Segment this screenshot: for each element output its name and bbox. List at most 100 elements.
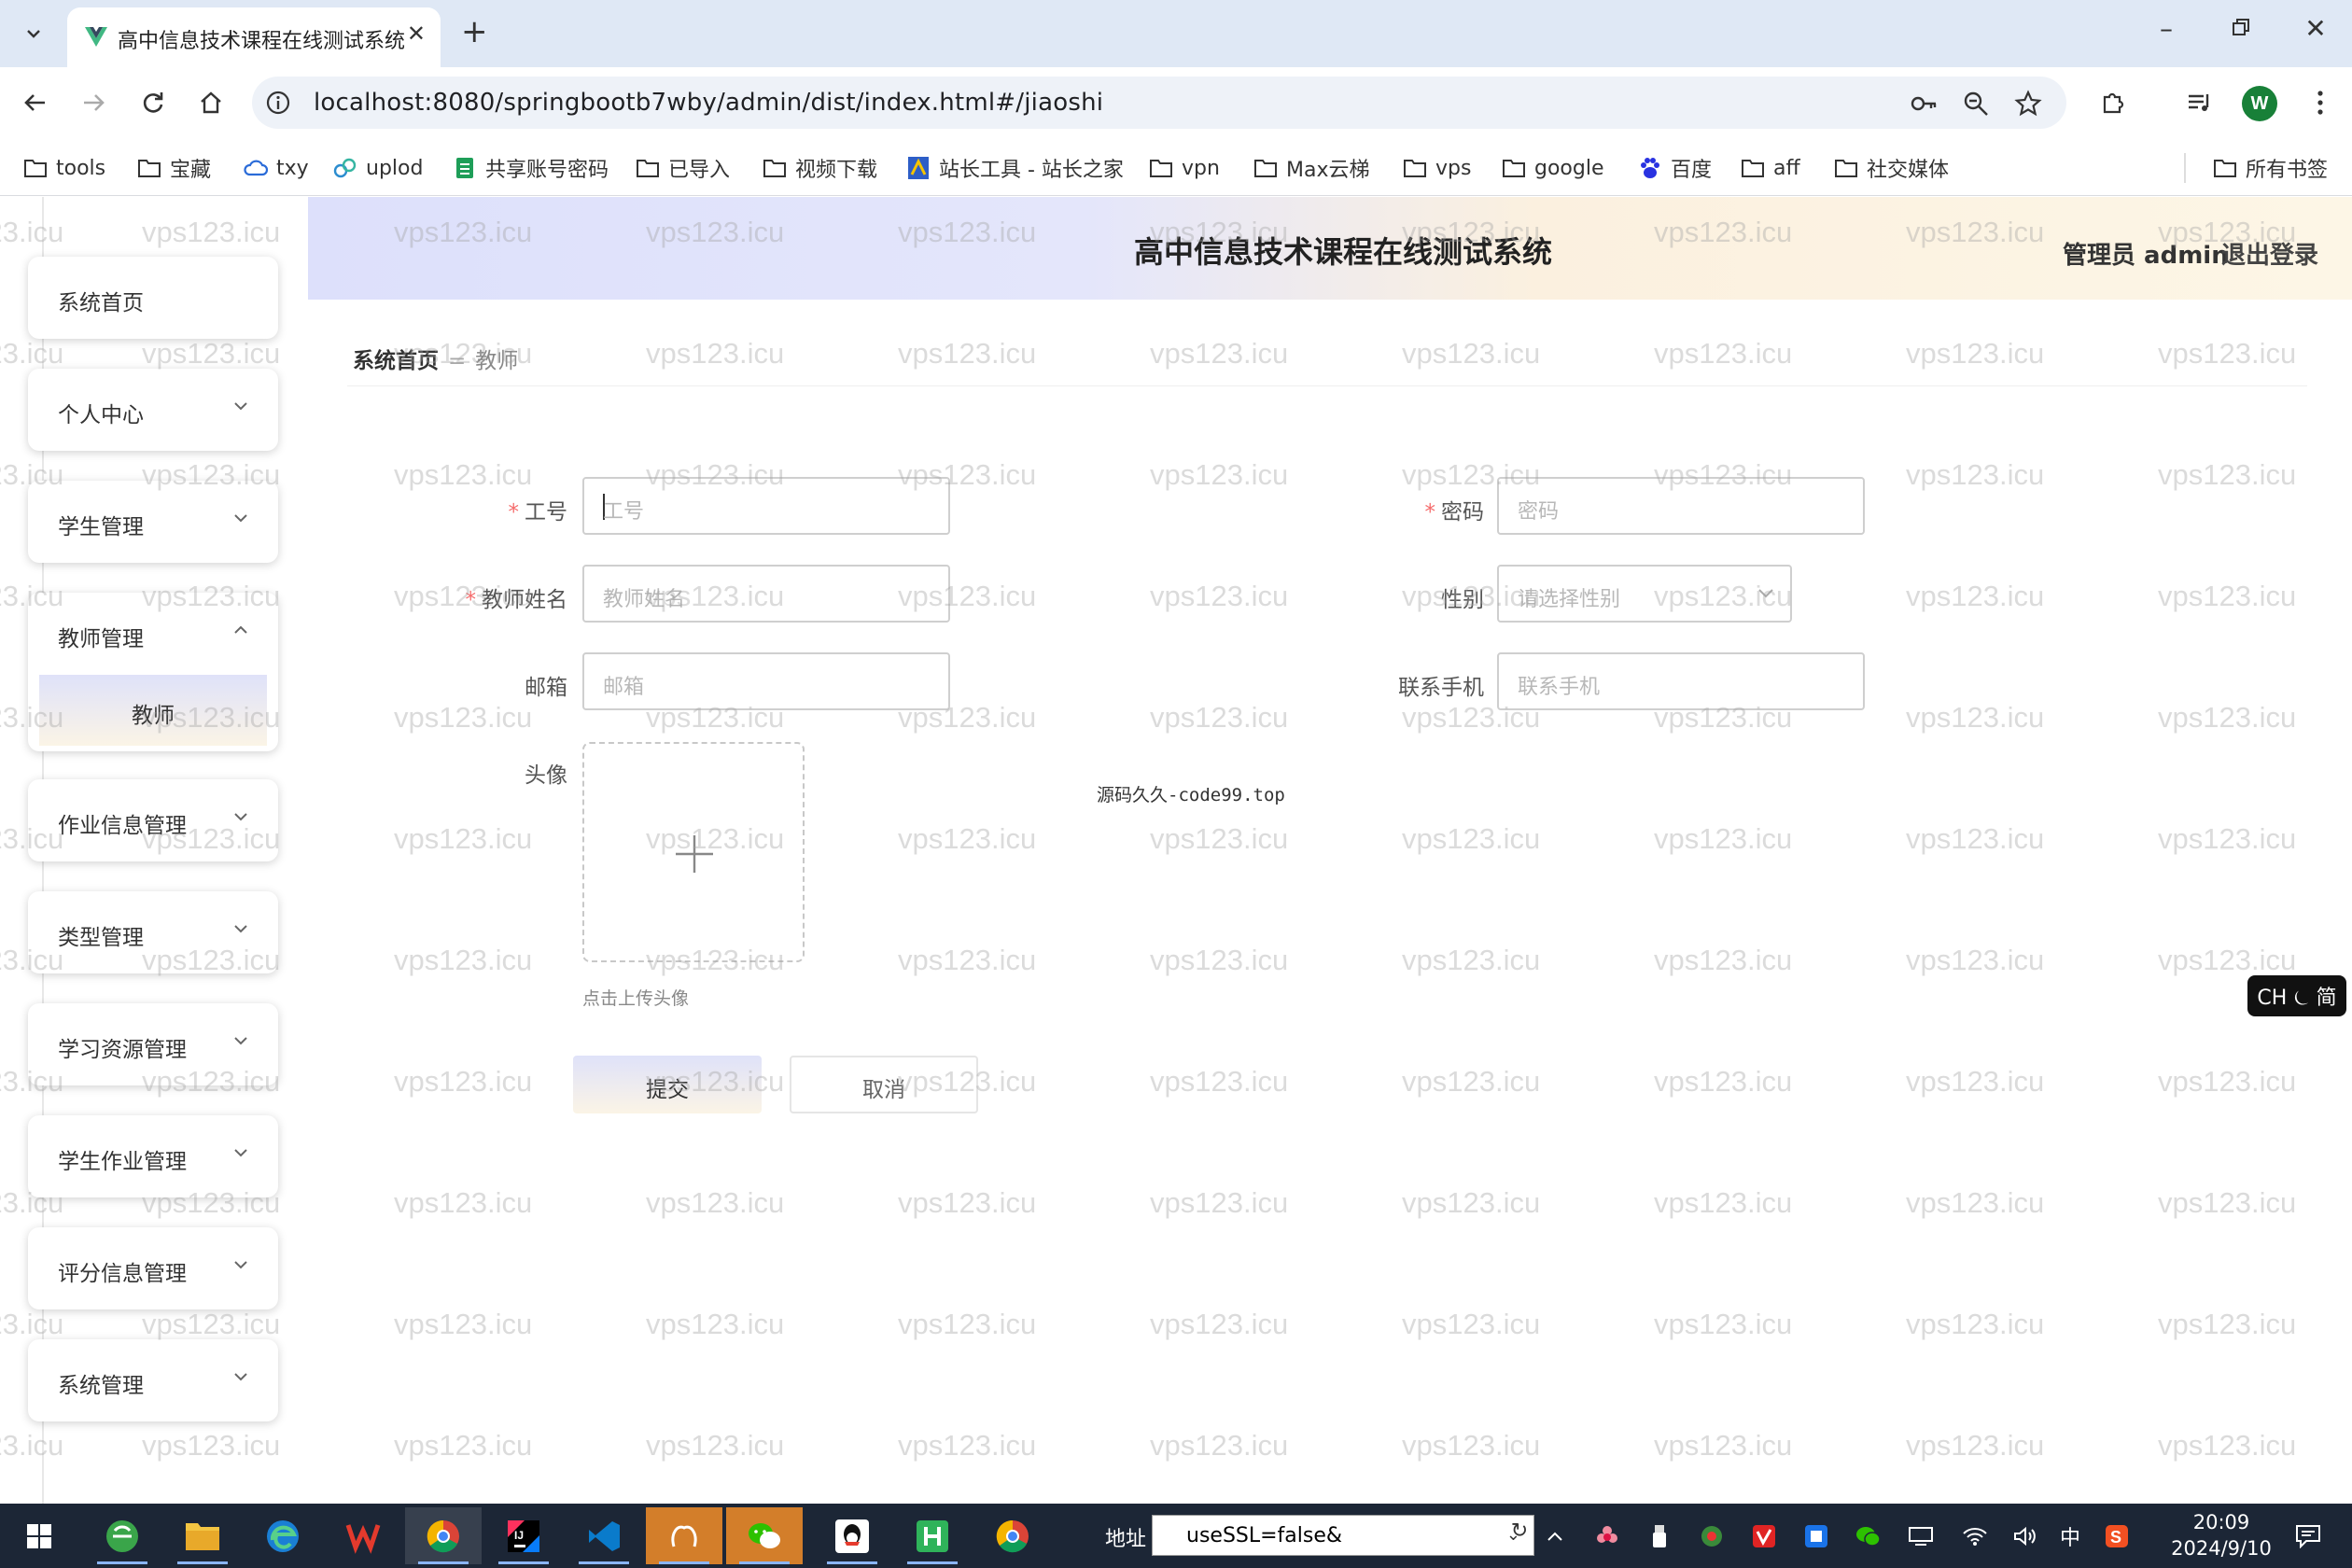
tray-app-icon[interactable] [1695, 1522, 1729, 1550]
address-toolbar-input[interactable]: useSSL=false& ⌄ [1152, 1515, 1534, 1556]
ime-language-indicator[interactable]: 中 [2059, 1527, 2080, 1550]
bookmark-folder[interactable]: 社交媒体 [1833, 151, 1949, 185]
sidebar-item-type-management[interactable]: 类型管理 [28, 891, 278, 973]
tray-app-red-icon[interactable] [1747, 1522, 1781, 1550]
bookmark-link[interactable]: txy [243, 151, 309, 185]
bookmark-link[interactable]: uplod [332, 151, 423, 185]
restore-icon[interactable] [2218, 13, 2264, 44]
bookmark-folder[interactable]: vpn [1148, 151, 1220, 185]
admin-page: 系统首页 个人中心 学生管理 教师管理 教师 作业信息管理 类型管理 学习资源管… [0, 197, 2352, 1504]
sidebar-item-student-homework-management[interactable]: 学生作业管理 [28, 1115, 278, 1197]
intellij-icon[interactable]: IJ [485, 1507, 562, 1564]
vscode-icon[interactable] [566, 1507, 642, 1564]
watermark-text: vps123.icu [394, 701, 533, 734]
jiaoshixingming-input[interactable]: 教师姓名 [582, 565, 950, 623]
chrome-secondary-icon[interactable] [974, 1507, 1051, 1564]
password-key-icon[interactable] [1908, 88, 1939, 119]
volume-icon[interactable] [2009, 1522, 2042, 1550]
watermark-text: vps123.icu [1150, 1429, 1289, 1462]
watermark-text: vps123.icu [1150, 1186, 1289, 1219]
home-icon[interactable] [192, 84, 230, 121]
sogou-ime-icon[interactable]: S [2100, 1522, 2134, 1550]
browser-menu-kebab-icon[interactable] [2302, 84, 2339, 121]
wps-icon[interactable] [325, 1507, 401, 1564]
wifi-icon[interactable] [1958, 1522, 1992, 1550]
logout-link[interactable]: 退出登录 [2221, 242, 2319, 270]
browser-tab-active[interactable]: 高中信息技术课程在线测试系统 ✕ [67, 7, 441, 67]
sidebar-item-system-management[interactable]: 系统管理 [28, 1339, 278, 1421]
bookmarks-bar: tools 宝藏 txy uplod 共享账号密码 已导入 视频下载 站长工具 … [0, 140, 2352, 196]
submit-button[interactable]: 提交 [573, 1056, 762, 1113]
extensions-puzzle-icon[interactable] [2094, 84, 2132, 121]
address-bar[interactable]: localhost:8080/springbootb7wby/admin/dis… [252, 77, 2066, 129]
wechat-tray-icon[interactable] [1852, 1522, 1885, 1550]
bookmark-folder[interactable]: 视频下载 [762, 151, 877, 185]
tray-overflow-chevron-icon[interactable] [1538, 1522, 1572, 1550]
tab-search-chevron-icon[interactable] [15, 15, 52, 52]
wechat-icon[interactable] [726, 1507, 803, 1564]
sidebar-item-homework-info-management[interactable]: 作业信息管理 [28, 779, 278, 861]
chrome-icon[interactable] [405, 1507, 482, 1564]
address-toolbar-value[interactable]: useSSL=false& [1186, 1524, 1343, 1547]
tray-app-blue-icon[interactable] [1799, 1522, 1833, 1550]
minimize-icon[interactable]: – [2160, 13, 2173, 44]
folder-icon [635, 155, 661, 181]
bookmark-folder[interactable]: 已导入 [635, 151, 730, 185]
site-info-icon[interactable] [265, 90, 291, 116]
qq-icon[interactable] [814, 1507, 890, 1564]
bookmark-folder[interactable]: vps [1402, 151, 1471, 185]
zoom-icon[interactable] [1960, 88, 1992, 119]
mima-input[interactable]: 密码 [1497, 477, 1865, 535]
usb-drive-icon[interactable] [1643, 1522, 1676, 1550]
navicat-icon[interactable] [646, 1507, 722, 1564]
file-explorer-icon[interactable] [164, 1507, 241, 1564]
sidebar-item-label: 类型管理 [58, 926, 144, 950]
bookmark-link[interactable]: 站长工具 - 站长之家 [905, 151, 1124, 185]
edge-icon[interactable] [245, 1507, 321, 1564]
sidebar-item-teacher-management[interactable]: 教师管理 教师 [28, 593, 278, 751]
lianxishouji-input[interactable]: 联系手机 [1497, 652, 1865, 710]
bookmark-link[interactable]: 百度 [1637, 151, 1712, 185]
new-tab-plus-icon[interactable]: + [461, 13, 488, 50]
bookmark-folder[interactable]: 宝藏 [136, 151, 211, 185]
submit-label: 提交 [646, 1078, 689, 1102]
xingbie-select[interactable]: 请选择性别 [1497, 565, 1792, 623]
notification-center-icon[interactable] [2285, 1522, 2331, 1550]
clock-date[interactable]: 2024/9/10 [2171, 1537, 2272, 1560]
url-text[interactable]: localhost:8080/springbootb7wby/admin/dis… [314, 89, 1104, 117]
bookmark-link[interactable]: 共享账号密码 [452, 151, 609, 185]
back-arrow-icon[interactable] [17, 84, 54, 121]
sidebar-item-grading-info-management[interactable]: 评分信息管理 [28, 1227, 278, 1309]
submenu-item-teacher[interactable]: 教师 [39, 675, 267, 746]
breadcrumb-home[interactable]: 系统首页 [353, 349, 439, 373]
windows-start-icon[interactable] [0, 1507, 78, 1564]
sidebar-item-learning-resource-management[interactable]: 学习资源管理 [28, 1003, 278, 1085]
bookmark-folder[interactable]: google [1501, 151, 1604, 185]
ime-indicator[interactable]: CH ⏾ 简 [2247, 975, 2346, 1016]
clock-time[interactable]: 20:09 [2192, 1511, 2250, 1533]
gonghao-input[interactable]: 工号 [582, 477, 950, 535]
cancel-button[interactable]: 取消 [790, 1056, 978, 1113]
all-bookmarks-folder[interactable]: 所有书签 [2212, 151, 2328, 185]
sidebar-item-personal-center[interactable]: 个人中心 [28, 369, 278, 451]
bookmark-folder[interactable]: Max云梯 [1253, 151, 1369, 185]
tab-close-icon[interactable]: ✕ [406, 21, 426, 47]
forward-arrow-icon[interactable] [75, 84, 112, 121]
reload-icon[interactable] [134, 84, 172, 121]
media-controls-icon[interactable] [2180, 84, 2218, 121]
bookmark-star-icon[interactable] [2012, 88, 2044, 119]
close-window-icon[interactable]: ✕ [2304, 13, 2327, 44]
youxiang-input[interactable]: 邮箱 [582, 652, 950, 710]
bookmark-folder[interactable]: tools [22, 151, 105, 185]
tray-app-flower-icon[interactable] [1590, 1522, 1624, 1550]
hbuilder-icon[interactable] [894, 1507, 971, 1564]
refresh-icon[interactable]: ↻ [1510, 1519, 1529, 1543]
sidebar-item-home[interactable]: 系统首页 [28, 257, 278, 339]
avatar-upload-box[interactable] [582, 742, 805, 962]
chevron-down-icon[interactable]: ⌄ [1505, 1525, 1520, 1545]
bookmark-folder[interactable]: aff [1740, 151, 1800, 185]
profile-avatar[interactable]: W [2242, 86, 2277, 121]
sidebar-item-student-management[interactable]: 学生管理 [28, 481, 278, 563]
browser-360-icon[interactable] [84, 1507, 161, 1564]
tray-monitor-icon[interactable] [1904, 1522, 1938, 1550]
